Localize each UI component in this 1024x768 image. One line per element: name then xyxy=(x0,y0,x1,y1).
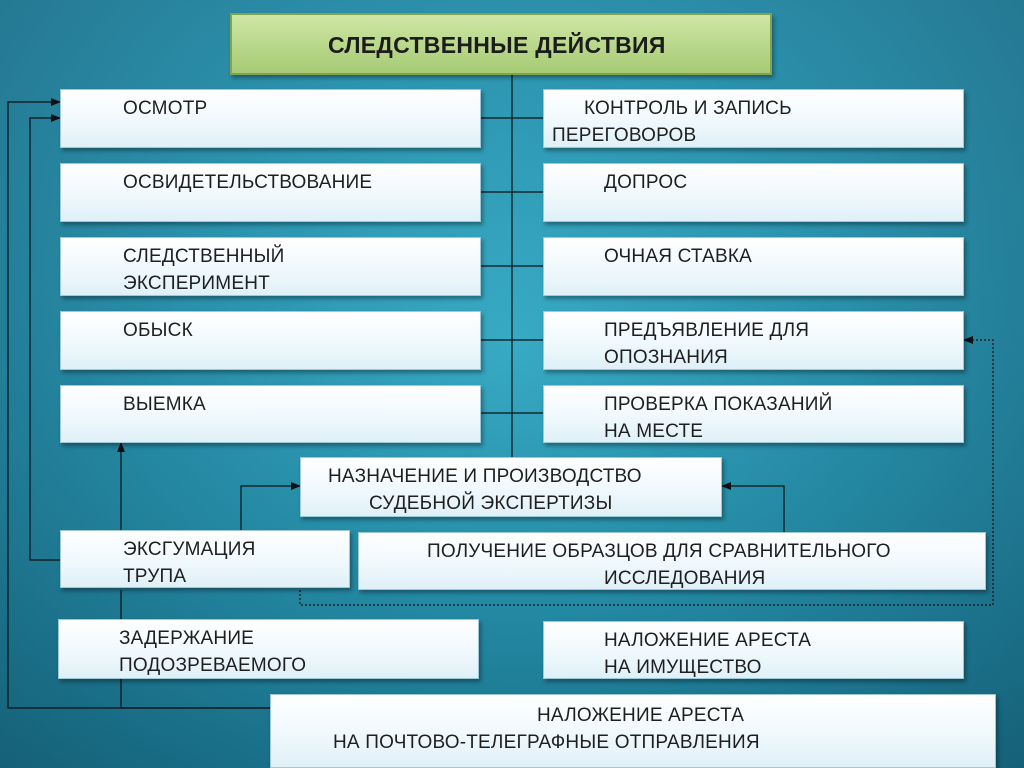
box-proverka: ПРОВЕРКА ПОКАЗАНИЙ НА МЕСТЕ xyxy=(543,385,964,443)
title-box: СЛЕДСТВЕННЫЕ ДЕЙСТВИЯ xyxy=(230,13,772,75)
box-dopros: ДОПРОС xyxy=(543,163,964,222)
box-eksperiment: СЛЕДСТВЕННЫЙ ЭКСПЕРИМЕНТ xyxy=(60,237,481,296)
box-kontrol-line2: ПЕРЕГОВОРОВ xyxy=(552,125,697,146)
box-opoznanie-line1: ПРЕДЪЯВЛЕНИЕ ДЛЯ xyxy=(604,320,810,341)
box-osvidetelstvovanie-label: ОСВИДЕТЕЛЬСТВОВАНИЕ xyxy=(123,172,373,193)
arrow-to-opoznanie xyxy=(299,336,994,606)
box-eksperiment-line2: ЭКСПЕРИМЕНТ xyxy=(123,273,270,294)
box-osmotr: ОСМОТР xyxy=(60,89,481,148)
box-obysk: ОБЫСК xyxy=(60,311,481,370)
box-vyemka-label: ВЫЕМКА xyxy=(123,394,206,415)
box-osmotr-label: ОСМОТР xyxy=(123,98,208,119)
box-eksperiment-line1: СЛЕДСТВЕННЫЙ xyxy=(123,246,285,267)
box-arest-pochta-line2: НА ПОЧТОВО-ТЕЛЕГРАФНЫЕ ОТПРАВЛЕНИЯ xyxy=(333,732,760,753)
box-eksgumaciya-line1: ЭКСГУМАЦИЯ xyxy=(123,539,256,560)
box-ekspertiza-line2: СУДЕБНОЙ ЭКСПЕРТИЗЫ xyxy=(369,493,613,514)
box-obysk-label: ОБЫСК xyxy=(123,320,193,341)
box-eksgumaciya: ЭКСГУМАЦИЯ ТРУПА xyxy=(60,530,350,588)
box-arest-imushchestvo-line2: НА ИМУЩЕСТВО xyxy=(604,657,762,678)
box-arest-pochta: НАЛОЖЕНИЕ АРЕСТА НА ПОЧТОВО-ТЕЛЕГРАФНЫЕ … xyxy=(270,694,996,768)
box-obrazcy-line2: ИССЛЕДОВАНИЯ xyxy=(604,568,766,589)
box-zaderzhanie: ЗАДЕРЖАНИЕ ПОДОЗРЕВАЕМОГО xyxy=(58,619,479,679)
box-opoznanie-line2: ОПОЗНАНИЯ xyxy=(604,347,728,368)
box-arest-imushchestvo-line1: НАЛОЖЕНИЕ АРЕСТА xyxy=(604,630,812,651)
box-eksgumaciya-line2: ТРУПА xyxy=(123,566,187,587)
box-proverka-line2: НА МЕСТЕ xyxy=(604,421,704,442)
box-osvidetelstvovanie: ОСВИДЕТЕЛЬСТВОВАНИЕ xyxy=(60,163,481,222)
box-kontrol: КОНТРОЛЬ И ЗАПИСЬ ПЕРЕГОВОРОВ xyxy=(543,89,964,148)
box-ochnaya-label: ОЧНАЯ СТАВКА xyxy=(604,246,752,267)
box-zaderzhanie-line2: ПОДОЗРЕВАЕМОГО xyxy=(119,655,307,676)
box-obrazcy: ПОЛУЧЕНИЕ ОБРАЗЦОВ ДЛЯ СРАВНИТЕЛЬНОГО ИС… xyxy=(358,532,986,590)
box-zaderzhanie-line1: ЗАДЕРЖАНИЕ xyxy=(119,628,255,649)
box-opoznanie: ПРЕДЪЯВЛЕНИЕ ДЛЯ ОПОЗНАНИЯ xyxy=(543,311,964,370)
box-proverka-line1: ПРОВЕРКА ПОКАЗАНИЙ xyxy=(604,394,833,415)
box-dopros-label: ДОПРОС xyxy=(604,172,688,193)
page-title: СЛЕДСТВЕННЫЕ ДЕЙСТВИЯ xyxy=(328,32,666,58)
arrow-to-ekspertiza-right xyxy=(721,482,785,532)
box-ekspertiza-line1: НАЗНАЧЕНИЕ И ПРОИЗВОДСТВО xyxy=(328,466,642,487)
box-arest-pochta-line1: НАЛОЖЕНИЕ АРЕСТА xyxy=(537,705,745,726)
box-arest-imushchestvo: НАЛОЖЕНИЕ АРЕСТА НА ИМУЩЕСТВО xyxy=(543,621,964,679)
box-vyemka: ВЫЕМКА xyxy=(60,385,481,443)
box-ochnaya: ОЧНАЯ СТАВКА xyxy=(543,237,964,296)
arrow-to-ekspertiza-left xyxy=(240,482,301,530)
arrow-loop-inner xyxy=(29,114,61,561)
box-obrazcy-line1: ПОЛУЧЕНИЕ ОБРАЗЦОВ ДЛЯ СРАВНИТЕЛЬНОГО xyxy=(427,541,891,562)
box-ekspertiza: НАЗНАЧЕНИЕ И ПРОИЗВОДСТВО СУДЕБНОЙ ЭКСПЕ… xyxy=(300,457,722,517)
box-kontrol-line1: КОНТРОЛЬ И ЗАПИСЬ xyxy=(584,98,792,119)
